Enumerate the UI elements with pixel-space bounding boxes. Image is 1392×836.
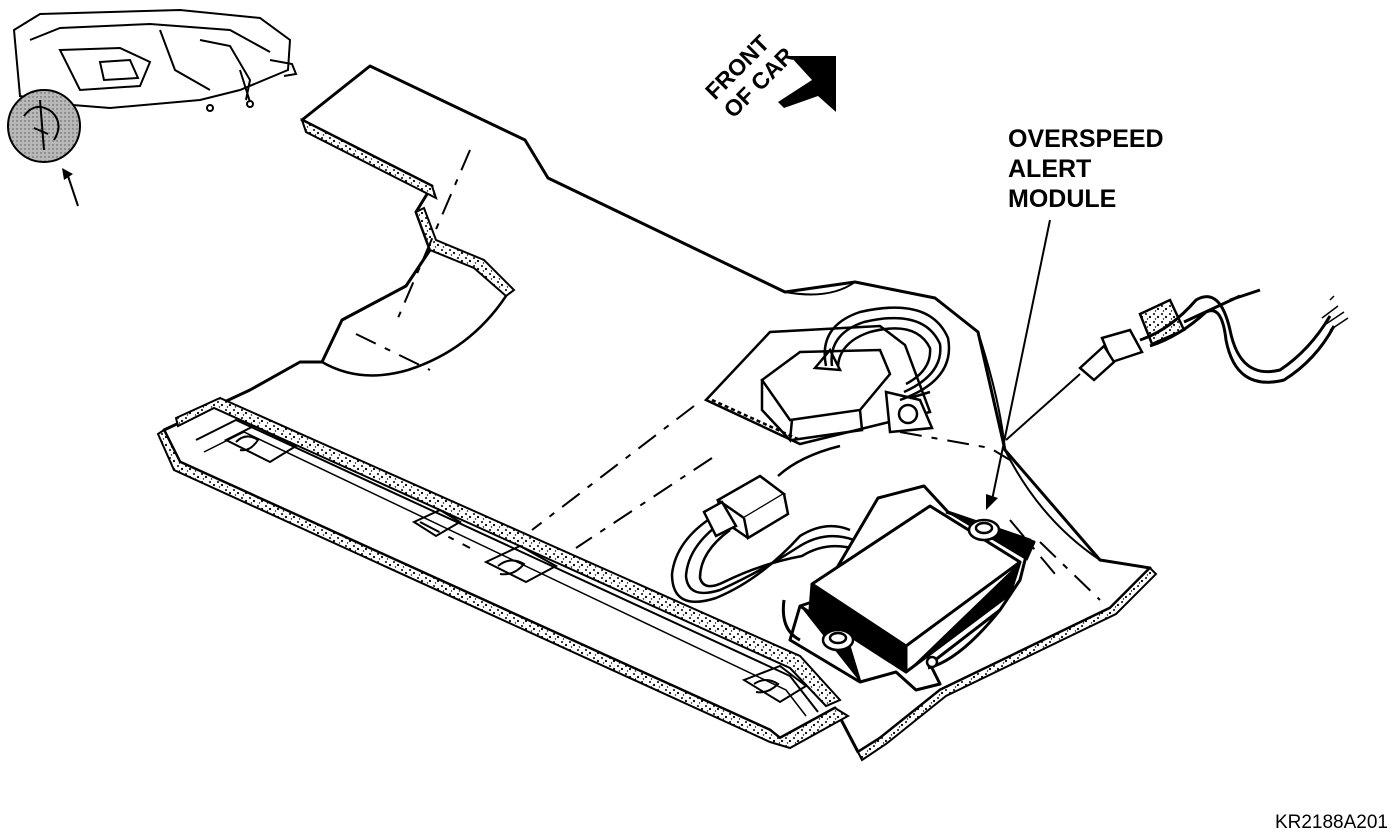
harness-cable: [1139, 288, 1336, 384]
locator-highlight: [7, 89, 81, 163]
floor-clips: [223, 424, 808, 704]
locator-arrow-icon: [62, 168, 79, 207]
wiring-harness: [823, 306, 951, 402]
callout-line-1: OVERSPEED: [1008, 125, 1164, 153]
harness-plug: [1078, 298, 1186, 382]
inline-connector: [702, 474, 790, 540]
front-arrow-icon: [778, 56, 836, 112]
connector-recess: [703, 324, 934, 446]
callout-leader: [986, 219, 1051, 510]
plug-leader-line: [1005, 373, 1081, 441]
module-mounting-bolts: [821, 518, 1001, 669]
module-cable: [670, 444, 859, 603]
figure-id: KR2188A201: [1274, 812, 1388, 833]
locator-highlight-detail: [23, 99, 60, 151]
floor-panel: [156, 64, 1158, 762]
cable-end-wires: [1321, 295, 1349, 331]
callout-label: OVERSPEED ALERT MODULE: [1008, 124, 1164, 214]
callout-line-3: MODULE: [1008, 185, 1117, 213]
callout-line-2: ALERT: [1008, 155, 1092, 183]
